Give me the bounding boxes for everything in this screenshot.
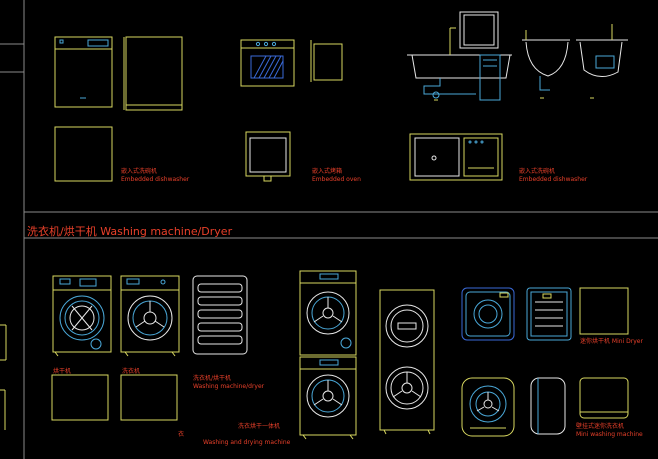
dishwasher-plan xyxy=(54,126,113,182)
label-en: Embedded dishwasher xyxy=(121,176,190,183)
mini-dryer-side xyxy=(526,287,572,341)
label-mini-washer-cn: 壁挂式迷你洗衣机 xyxy=(576,422,624,430)
section-title-washing: 洗衣机/烘干机 Washing machine/Dryer xyxy=(27,224,233,238)
label-wash-dry-combo-cn: 洗衣烘干一体机 xyxy=(238,422,280,430)
washer-plan xyxy=(120,374,178,421)
washer-front xyxy=(120,275,180,357)
dryer-front xyxy=(52,275,112,357)
label-washer-dryer-en: Washing machine/dryer xyxy=(193,383,265,390)
label-stray: 衣 xyxy=(178,430,184,438)
sink-dishwasher-front xyxy=(407,11,512,101)
label-dryer: 烘干机 xyxy=(53,367,71,375)
sink-dishwasher-side xyxy=(522,30,570,99)
tall-washer-dryer-combo xyxy=(379,289,435,435)
dryer-plan xyxy=(51,374,109,421)
mini-washer-side xyxy=(530,377,566,435)
left-edge-fragments xyxy=(0,324,7,430)
mini-dryer-plan xyxy=(579,287,629,335)
label-embedded-dishwasher-2: 嵌入式洗碗机 Embedded dishwasher xyxy=(519,167,588,183)
label-mini-dryer: 迷你烘干机 Mini Dryer xyxy=(580,337,643,345)
label-cn: 嵌入式洗碗机 xyxy=(519,167,555,175)
oven-plan xyxy=(245,131,291,182)
label-cn: 嵌入式烤箱 xyxy=(312,167,342,175)
label-embedded-dishwasher-1: 嵌入式洗碗机 Embedded dishwasher xyxy=(121,167,190,183)
label-cn: 嵌入式洗碗机 xyxy=(121,167,157,175)
label-washer: 洗衣机 xyxy=(122,367,140,375)
sink-dishwasher-plan xyxy=(409,133,503,181)
stacked-washer-dryer xyxy=(299,270,357,440)
label-wash-dry-combo-en: Washing and drying machine xyxy=(203,439,291,446)
sink-dishwasher-side-2 xyxy=(576,24,628,99)
label-mini-washer-en: Mini washing machine xyxy=(576,431,643,438)
washer-dryer-side xyxy=(192,275,248,355)
oven-side xyxy=(310,40,343,82)
dishwasher-side xyxy=(123,36,183,111)
dishwasher-front xyxy=(54,36,113,108)
mini-washer-plan xyxy=(579,377,629,419)
mini-washer-front xyxy=(461,377,515,437)
label-en: Embedded oven xyxy=(312,176,361,183)
oven-front xyxy=(240,39,295,87)
label-washer-dryer-cn: 洗衣机/烘干机 xyxy=(193,374,231,382)
label-embedded-oven: 嵌入式烤箱 Embedded oven xyxy=(312,167,361,183)
label-en: Embedded dishwasher xyxy=(519,176,588,183)
mini-dryer-front xyxy=(461,287,515,341)
